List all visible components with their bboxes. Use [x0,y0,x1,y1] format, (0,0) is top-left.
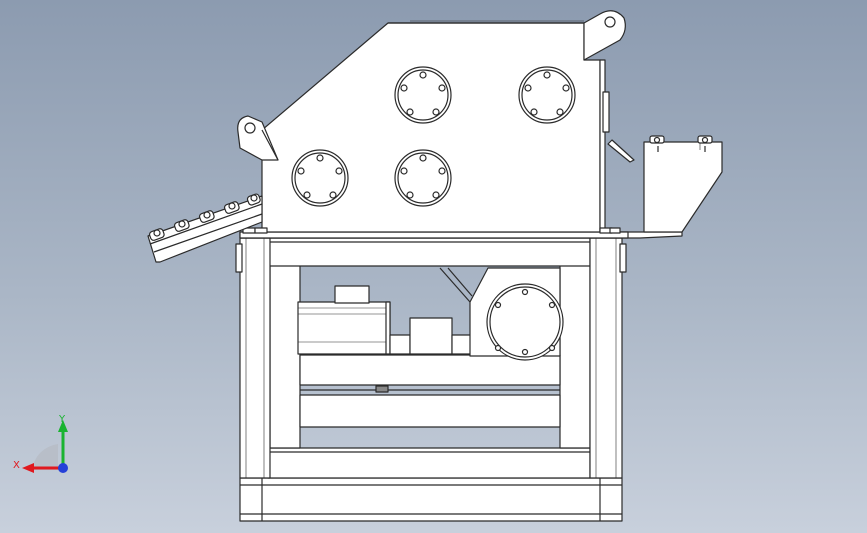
gearbox [439,267,564,361]
right-chute [607,135,723,233]
bearing-cover-2 [518,66,576,124]
triad-plane-icon [32,444,58,470]
top-plate-bolts [242,227,621,234]
left-lifting-lug [237,115,279,161]
left-column [235,237,271,479]
inner-cross-members [299,354,561,428]
bearing-cover-3 [291,149,349,207]
left-feeder [147,193,263,263]
base-frame [239,477,623,522]
coordinate-triad: Y X [13,414,68,473]
x-axis-label: X [13,460,20,471]
lower-beam [267,447,591,479]
top-lifting-lug [583,10,626,61]
bearing-cover-4 [394,149,452,207]
z-axis-icon [58,463,68,473]
upper-beam [261,237,591,267]
motor [297,285,473,393]
bearing-cover-1 [394,66,452,124]
y-axis-label: Y [58,414,66,425]
right-column [589,237,627,479]
